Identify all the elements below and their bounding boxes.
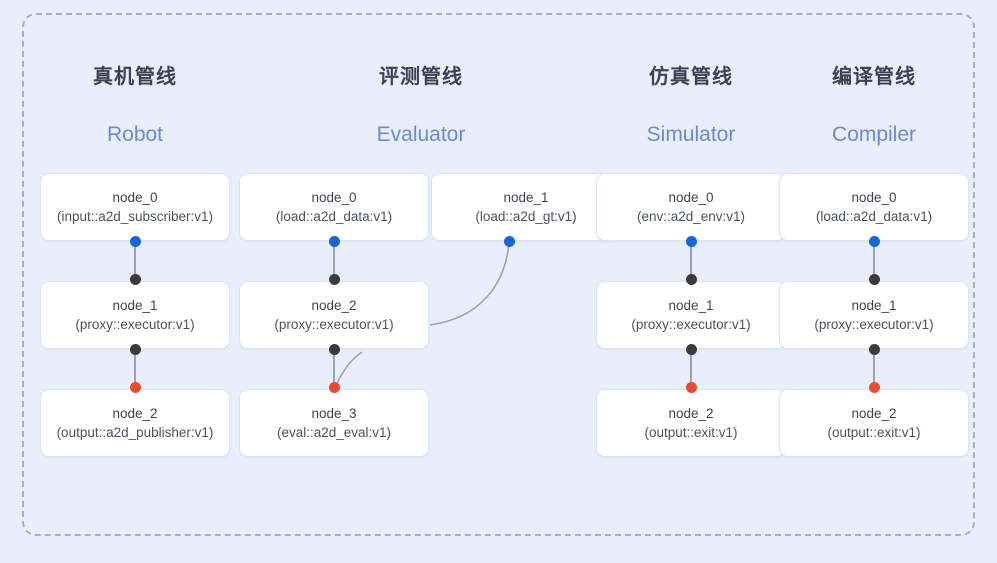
node-type: (load::a2d_gt:v1)	[475, 209, 577, 224]
pipeline-column-compiler: 编译管线 Compiler	[779, 0, 969, 563]
node-type: (eval::a2d_eval:v1)	[276, 425, 392, 440]
port-input-evaluator-3[interactable]	[328, 381, 340, 393]
port-input-compiler-2[interactable]	[868, 381, 880, 393]
port-input-evaluator-2[interactable]	[328, 273, 340, 285]
node-type: (proxy::executor:v1)	[75, 317, 195, 332]
pipeline-column-robot: 真机管线 Robot	[40, 0, 230, 563]
edge-compiler-0-1	[873, 241, 875, 281]
node-type: (load::a2d_data:v1)	[275, 209, 393, 224]
node-name: node_2	[851, 406, 897, 421]
edge-robot-1-2	[134, 349, 136, 389]
node-simulator-2[interactable]: node_2 (output::exit:v1)	[596, 389, 786, 457]
port-output-evaluator-0[interactable]	[328, 235, 340, 247]
port-input-simulator-1[interactable]	[685, 273, 697, 285]
column-title-cn-compiler: 编译管线	[832, 66, 916, 88]
edge-robot-0-1	[134, 241, 136, 281]
node-name: node_2	[668, 406, 714, 421]
edge-simulator-1-2	[690, 349, 692, 389]
edge-simulator-0-1	[690, 241, 692, 281]
node-type: (env::a2d_env:v1)	[636, 209, 746, 224]
node-simulator-0[interactable]: node_0 (env::a2d_env:v1)	[596, 173, 786, 241]
node-type: (proxy::executor:v1)	[814, 317, 934, 332]
node-evaluator-0[interactable]: node_0 (load::a2d_data:v1)	[239, 173, 429, 241]
node-robot-2[interactable]: node_2 (output::a2d_publisher:v1)	[40, 389, 230, 457]
edge-compiler-1-2	[873, 349, 875, 389]
node-type: (proxy::executor:v1)	[631, 317, 751, 332]
node-type: (load::a2d_data:v1)	[815, 209, 933, 224]
port-output-robot-0[interactable]	[129, 235, 141, 247]
node-evaluator-1[interactable]: node_1 (load::a2d_gt:v1)	[431, 173, 621, 241]
column-title-cn-simulator: 仿真管线	[649, 66, 733, 88]
port-output-evaluator-2[interactable]	[328, 343, 340, 355]
node-type: (output::a2d_publisher:v1)	[56, 425, 214, 440]
column-title-en-compiler: Compiler	[831, 123, 917, 146]
node-compiler-2[interactable]: node_2 (output::exit:v1)	[779, 389, 969, 457]
node-compiler-0[interactable]: node_0 (load::a2d_data:v1)	[779, 173, 969, 241]
column-title-cn-robot: 真机管线	[93, 66, 177, 88]
port-input-compiler-1[interactable]	[868, 273, 880, 285]
port-output-simulator-1[interactable]	[685, 343, 697, 355]
pipeline-column-simulator: 仿真管线 Simulator	[596, 0, 786, 563]
pipeline-container	[22, 13, 975, 536]
node-type: (input::a2d_subscriber:v1)	[56, 209, 214, 224]
node-robot-1[interactable]: node_1 (proxy::executor:v1)	[40, 281, 230, 349]
port-output-evaluator-1[interactable]	[503, 235, 515, 247]
node-compiler-1[interactable]: node_1 (proxy::executor:v1)	[779, 281, 969, 349]
node-type: (output::exit:v1)	[827, 425, 921, 440]
column-title-en-robot: Robot	[106, 123, 164, 146]
port-input-robot-1[interactable]	[129, 273, 141, 285]
node-name: node_1	[503, 190, 549, 205]
port-input-robot-2[interactable]	[129, 381, 141, 393]
node-name: node_3	[311, 406, 357, 421]
node-name: node_0	[851, 190, 897, 205]
node-evaluator-3[interactable]: node_3 (eval::a2d_eval:v1)	[239, 389, 429, 457]
port-output-simulator-0[interactable]	[685, 235, 697, 247]
edge-evaluator-0-2	[333, 241, 335, 281]
edge-evaluator-2-3	[333, 349, 335, 389]
node-name: node_0	[311, 190, 357, 205]
node-name: node_2	[112, 406, 158, 421]
node-robot-0[interactable]: node_0 (input::a2d_subscriber:v1)	[40, 173, 230, 241]
node-name: node_2	[311, 298, 357, 313]
node-type: (output::exit:v1)	[644, 425, 738, 440]
pipeline-column-evaluator: 评测管线 Evaluator	[326, 0, 516, 563]
column-title-cn-evaluator: 评测管线	[379, 66, 463, 88]
node-simulator-1[interactable]: node_1 (proxy::executor:v1)	[596, 281, 786, 349]
node-name: node_1	[668, 298, 714, 313]
port-output-robot-1[interactable]	[129, 343, 141, 355]
port-output-compiler-1[interactable]	[868, 343, 880, 355]
node-name: node_0	[668, 190, 714, 205]
column-title-en-evaluator: Evaluator	[376, 123, 466, 146]
node-type: (proxy::executor:v1)	[274, 317, 394, 332]
node-evaluator-2[interactable]: node_2 (proxy::executor:v1)	[239, 281, 429, 349]
node-name: node_0	[112, 190, 158, 205]
port-output-compiler-0[interactable]	[868, 235, 880, 247]
node-name: node_1	[851, 298, 897, 313]
port-input-simulator-2[interactable]	[685, 381, 697, 393]
node-name: node_1	[112, 298, 158, 313]
column-title-en-simulator: Simulator	[646, 123, 736, 146]
